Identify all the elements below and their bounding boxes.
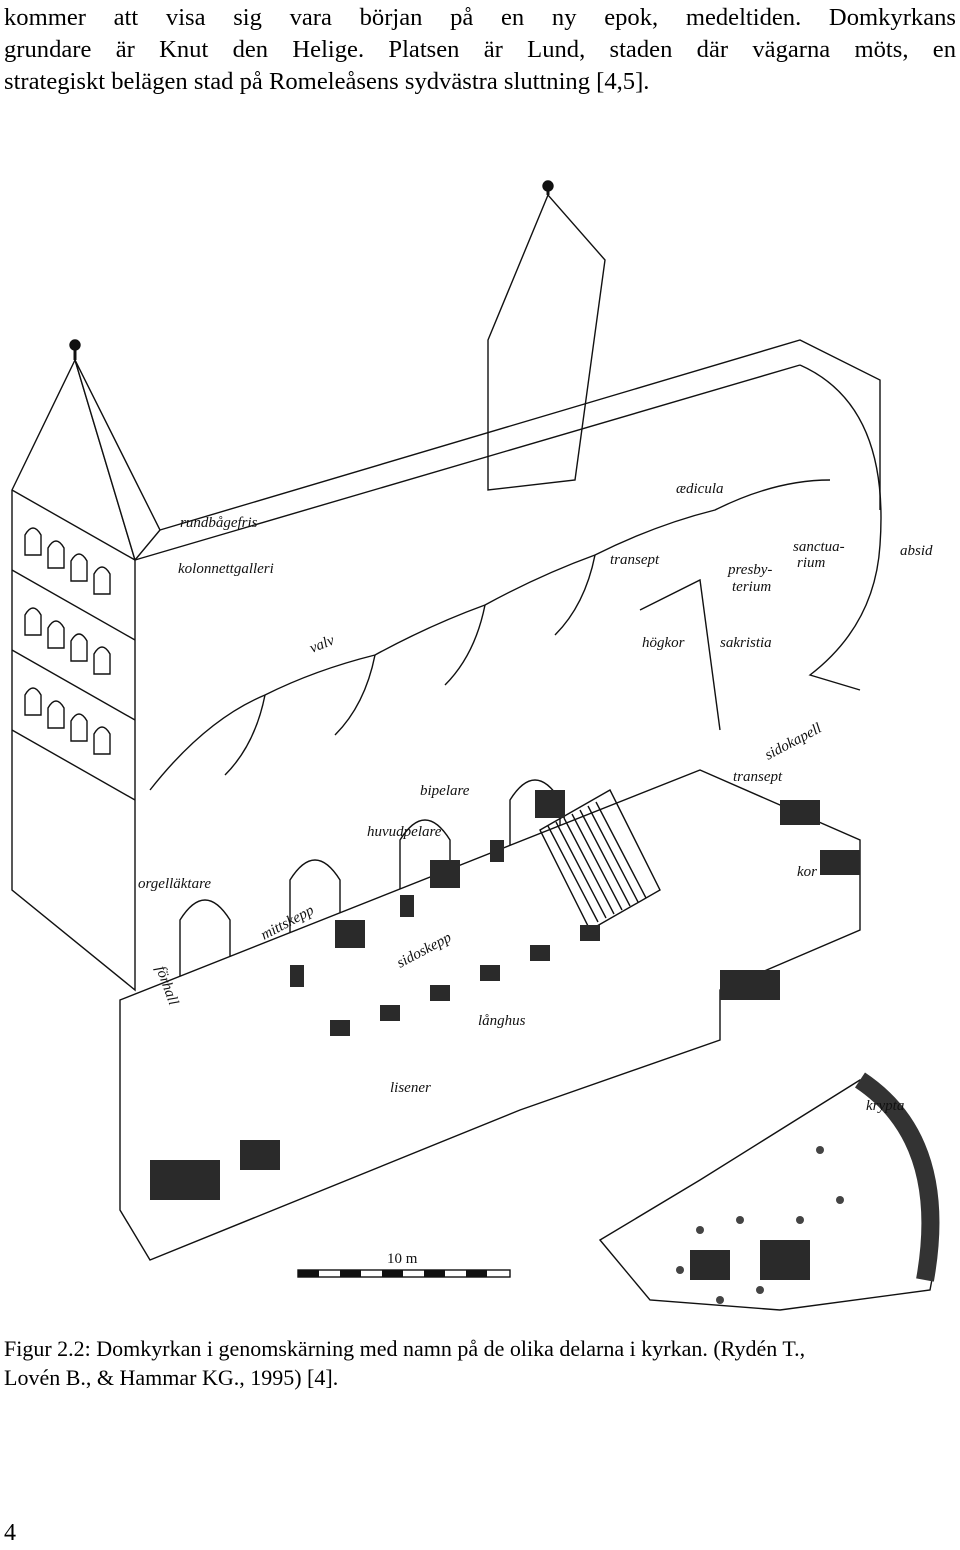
cathedral-drawing: rundbågefris kolonnettgalleri valv ædicu… [11, 180, 940, 1311]
label-transept-bottom: transept [733, 769, 783, 785]
label-kolonnettgalleri: kolonnettgalleri [178, 561, 274, 577]
label-presbyterium-2: terium [732, 579, 771, 595]
label-sanctuarium-1: sanctua- [793, 539, 845, 555]
label-presbyterium-1: presby- [727, 562, 772, 578]
label-krypta: krypta [866, 1098, 904, 1114]
label-sakristia: sakristia [720, 635, 772, 651]
cathedral-linework [11, 180, 940, 1311]
label-aedicula: ædicula [676, 481, 724, 497]
caption-line-1: Figur 2.2: Domkyrkan i genomskärning med… [4, 1336, 806, 1361]
label-orgellaktare: orgelläktare [138, 876, 211, 892]
body-line-3: strategiskt belägen stad på Romeleåsens … [4, 68, 650, 95]
pier-blocks [150, 790, 860, 1280]
label-sanctuarium-2: rium [797, 555, 826, 571]
label-lisener: lisener [390, 1080, 431, 1096]
label-transept-top: transept [610, 552, 660, 568]
label-rundbagefris: rundbågefris [180, 515, 258, 531]
label-absid: absid [900, 543, 933, 559]
label-bipelare: bipelare [420, 783, 470, 799]
crypt-columns [676, 1146, 844, 1304]
label-hogkor: högkor [642, 635, 685, 651]
figure-caption: Figur 2.2: Domkyrkan i genomskärning med… [4, 1334, 956, 1392]
caption-line-2: Lovén B., & Hammar KG., 1995) [4]. [4, 1365, 339, 1390]
label-kor: kor [797, 864, 817, 880]
page-number: 4 [4, 1520, 16, 1546]
label-valv: valv [308, 632, 337, 656]
label-langhus: långhus [478, 1013, 526, 1029]
body-paragraph: kommer att visa sig vara början på en ny… [4, 2, 956, 98]
body-line-2: grundare är Knut den Helige. Platsen är … [4, 36, 956, 63]
label-sidokapell: sidokapell [762, 720, 824, 763]
scale-bar: 10 m [297, 1251, 511, 1278]
label-huvudpelare: huvudpelare [367, 824, 442, 840]
cathedral-cutaway-figure: rundbågefris kolonnettgalleri valv ædicu… [0, 150, 960, 1320]
scale-label: 10 m [387, 1251, 418, 1267]
body-line-1: kommer att visa sig vara början på en ny… [4, 4, 956, 31]
